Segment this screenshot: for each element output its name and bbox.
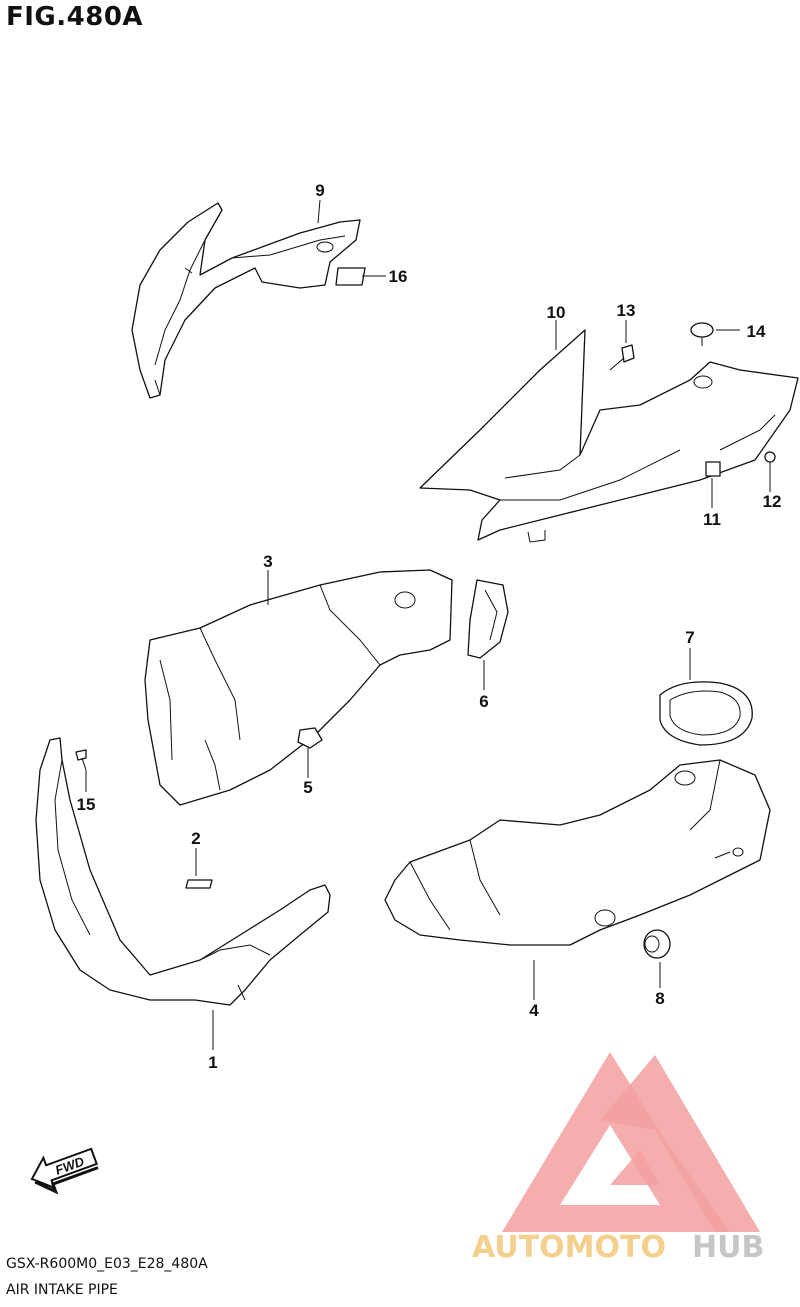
part-15-screw[interactable] [75, 749, 87, 771]
callout-11: 11 [703, 510, 721, 529]
callout-14: 14 [747, 322, 766, 341]
fwd-arrow-icon: FWD [30, 1147, 99, 1195]
callout-12: 12 [763, 492, 782, 511]
watermark-logo [502, 1052, 760, 1232]
callout-16: 16 [389, 267, 408, 286]
part-6-seal[interactable] [467, 579, 509, 659]
watermark-text-auto: AUTOMOTO [472, 1230, 666, 1265]
callout-15: 15 [77, 795, 96, 814]
part-8-grommet[interactable] [643, 929, 671, 959]
callout-1: 1 [208, 1053, 217, 1072]
watermark-text-hub: HUB [692, 1230, 764, 1265]
part-9-cover[interactable] [131, 202, 361, 399]
callout-13: 13 [617, 301, 636, 320]
part-1-front-cover[interactable] [35, 737, 331, 1006]
part-14-nut[interactable] [690, 322, 714, 346]
callout-2: 2 [191, 829, 200, 848]
figure-title: FIG.480A [6, 2, 144, 32]
callout-8: 8 [655, 989, 664, 1008]
callout-3: 3 [263, 552, 272, 571]
callout-7: 7 [685, 628, 694, 647]
part-3-air-duct[interactable] [144, 569, 453, 806]
part-2-label[interactable] [185, 879, 213, 889]
drawing-description: AIR INTAKE PIPE [6, 1282, 118, 1298]
part-4-air-duct[interactable] [384, 759, 771, 946]
leader-lines [85, 199, 771, 1050]
drawing-code: GSX-R600M0_E03_E28_480A [6, 1256, 208, 1272]
callout-10: 10 [547, 303, 566, 322]
callout-5: 5 [303, 778, 312, 797]
part-12-screw[interactable] [764, 451, 776, 474]
part-11-clip[interactable] [705, 461, 721, 477]
part-5-clip[interactable] [297, 727, 323, 760]
callout-6: 6 [479, 692, 488, 711]
part-7-ring-seal[interactable] [659, 681, 753, 746]
part-10-cover[interactable] [419, 329, 799, 543]
part-16-label[interactable] [335, 267, 366, 286]
callout-9: 9 [315, 181, 324, 200]
callout-4: 4 [529, 1001, 539, 1020]
part-13-screw[interactable] [609, 344, 635, 371]
